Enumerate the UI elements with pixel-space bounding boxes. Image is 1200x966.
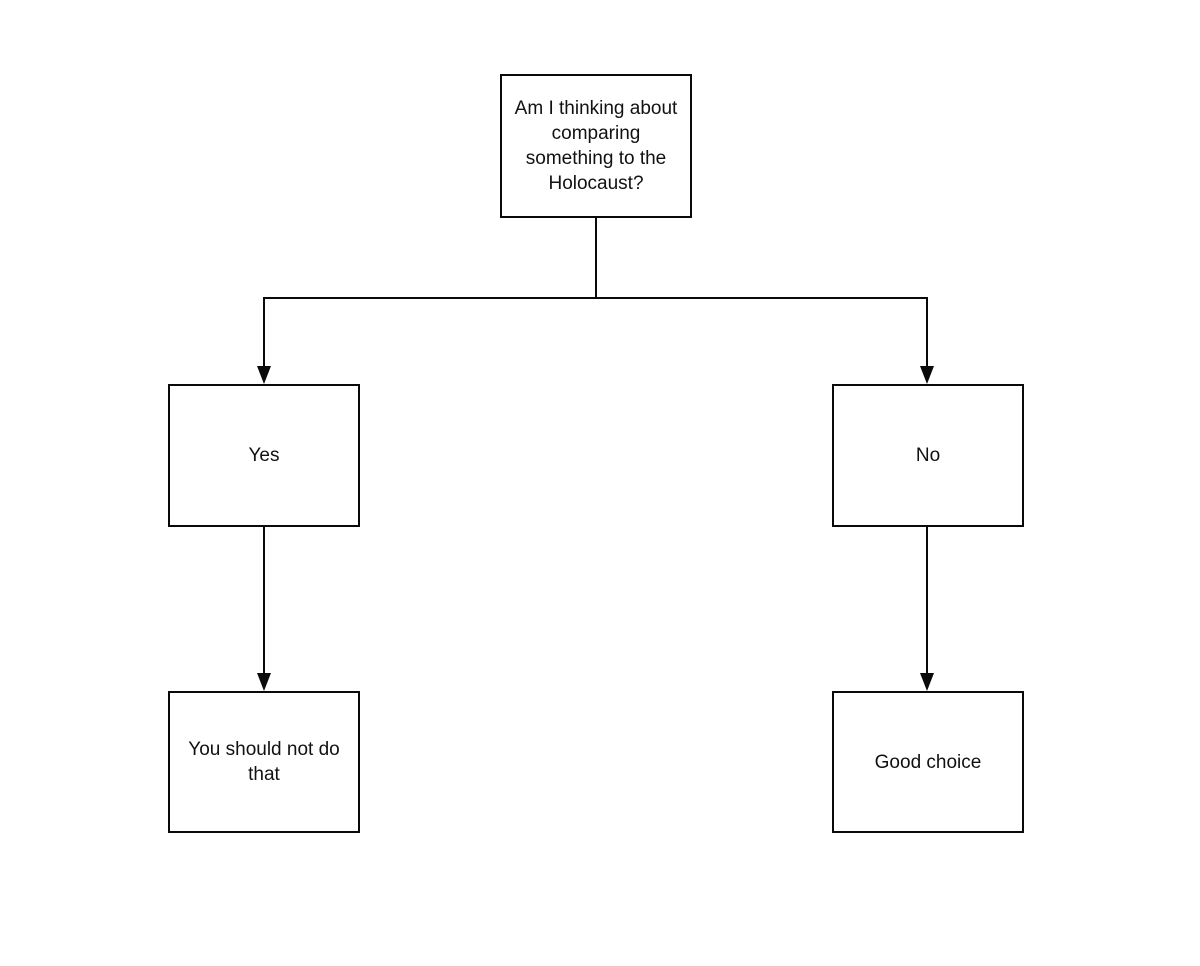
node-no-outcome: Good choice — [832, 691, 1024, 833]
arrowhead-to-yes-outcome — [257, 673, 271, 691]
node-no-label: No — [915, 445, 941, 466]
arrowhead-to-yes — [257, 366, 271, 384]
arrowhead-to-no — [920, 366, 934, 384]
node-no: No — [832, 384, 1024, 527]
node-no-outcome-label: Good choice — [874, 751, 982, 773]
node-root-question: Am I thinking about comparing something … — [500, 74, 692, 218]
node-root-label: Am I thinking about comparing something … — [514, 98, 678, 194]
node-yes-outcome: You should not do that — [168, 691, 360, 833]
node-yes: Yes — [168, 384, 360, 527]
node-yes-outcome-label: You should not do that — [188, 739, 340, 785]
arrowhead-to-no-outcome — [920, 673, 934, 691]
node-yes-label: Yes — [248, 445, 280, 466]
